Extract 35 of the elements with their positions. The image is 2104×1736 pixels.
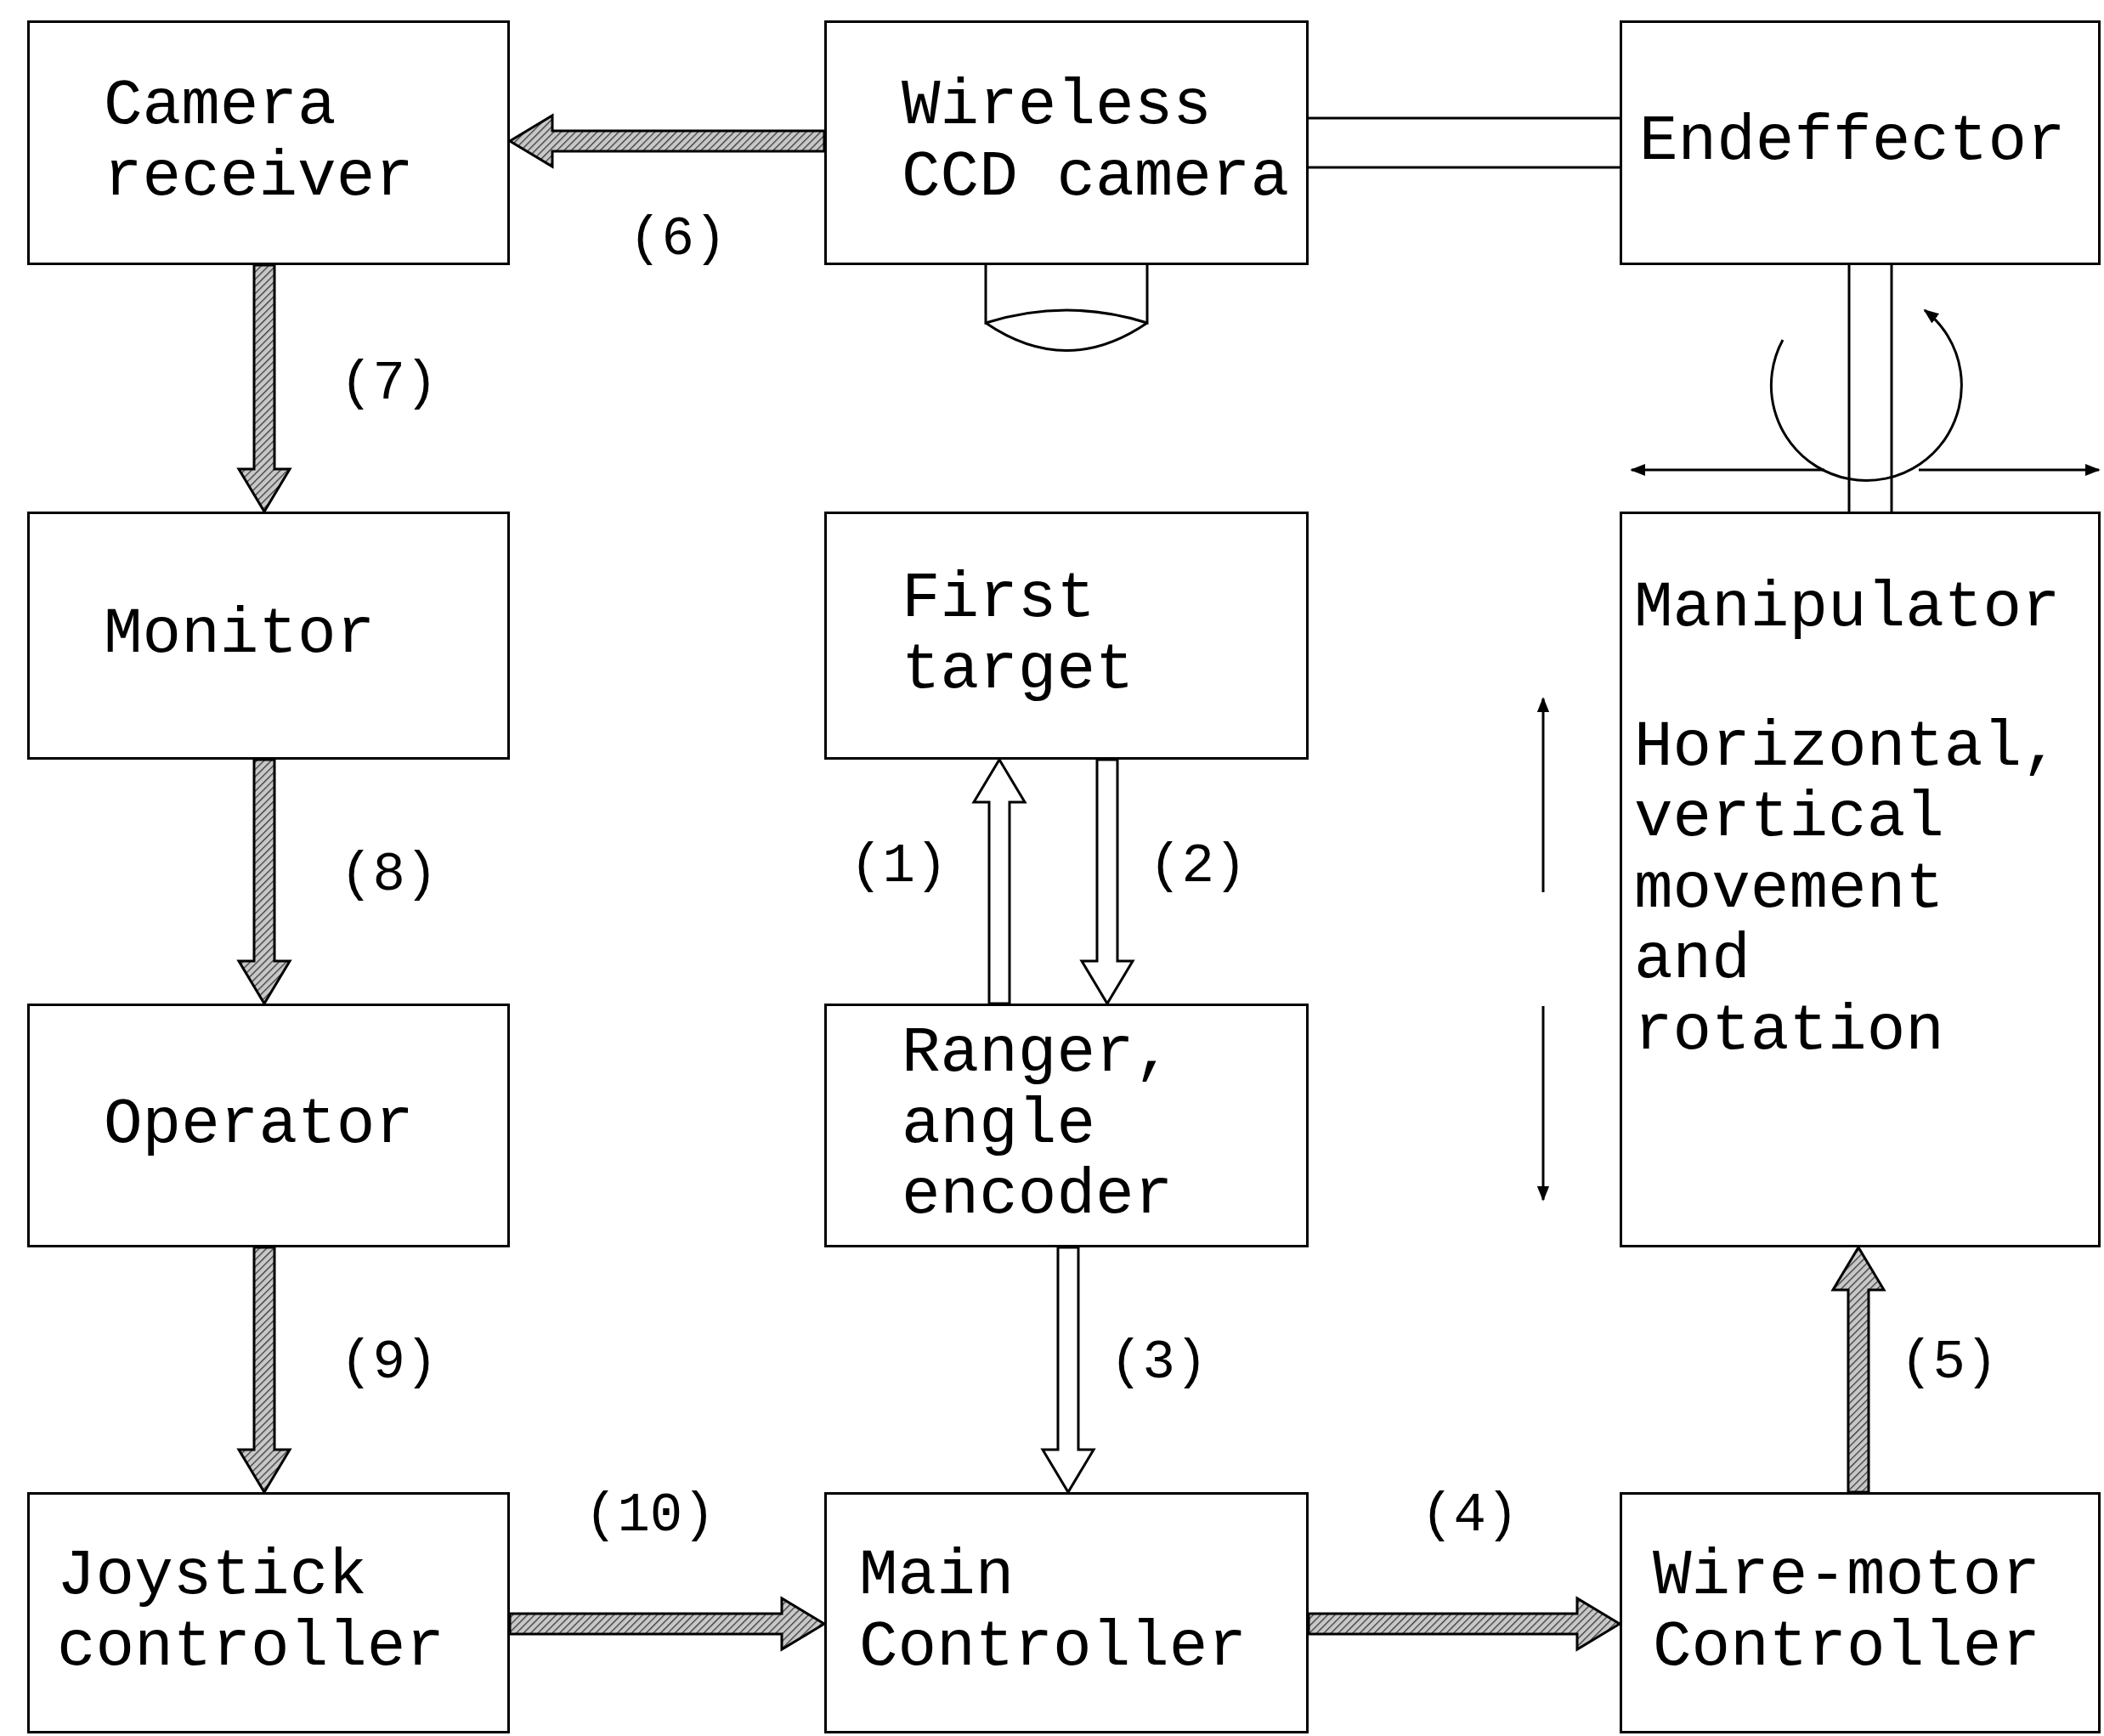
box-text: Horizontal, vertical movement and rotation	[1634, 712, 2062, 1068]
process-box	[824, 1492, 1309, 1733]
process-box	[824, 512, 1309, 760]
process-box	[1620, 1492, 2101, 1733]
hatched-arrow	[236, 758, 292, 1006]
box-title: First target	[902, 564, 1135, 707]
process-box	[27, 1004, 510, 1247]
double-line-connector	[1847, 263, 1893, 513]
process-box	[1620, 512, 2101, 1247]
hatched-arrow	[236, 1246, 292, 1495]
box-title: Camera receiver	[104, 71, 415, 214]
hollow-arrow	[1079, 758, 1135, 1006]
double-line-connector	[1307, 116, 1621, 169]
hatched-arrow	[236, 263, 292, 514]
process-box	[27, 512, 510, 760]
process-box	[1620, 20, 2101, 265]
hatched-arrow	[507, 113, 826, 169]
hatched-arrow	[508, 1596, 827, 1652]
process-box	[824, 20, 1309, 265]
process-box	[27, 20, 510, 265]
box-title: Ranger, angle encoder	[902, 1019, 1174, 1232]
box-title: Manipulator	[1634, 574, 2062, 645]
box-title: Endeffector	[1639, 107, 2067, 178]
box-title: Monitor	[104, 600, 376, 671]
box-title: Wireless CCD camera	[902, 71, 1291, 214]
box-title: Operator	[104, 1089, 415, 1162]
box-title: Main Controller	[859, 1541, 1248, 1684]
hatched-arrow	[1830, 1245, 1886, 1494]
box-title: Joystick controller	[57, 1541, 446, 1684]
hollow-arrow	[1040, 1246, 1096, 1495]
process-box	[27, 1492, 510, 1733]
box-title: Wire-motor Controller	[1653, 1541, 2042, 1684]
hatched-arrow	[1307, 1596, 1622, 1652]
process-box	[824, 1004, 1309, 1247]
hollow-arrow	[971, 757, 1027, 1005]
